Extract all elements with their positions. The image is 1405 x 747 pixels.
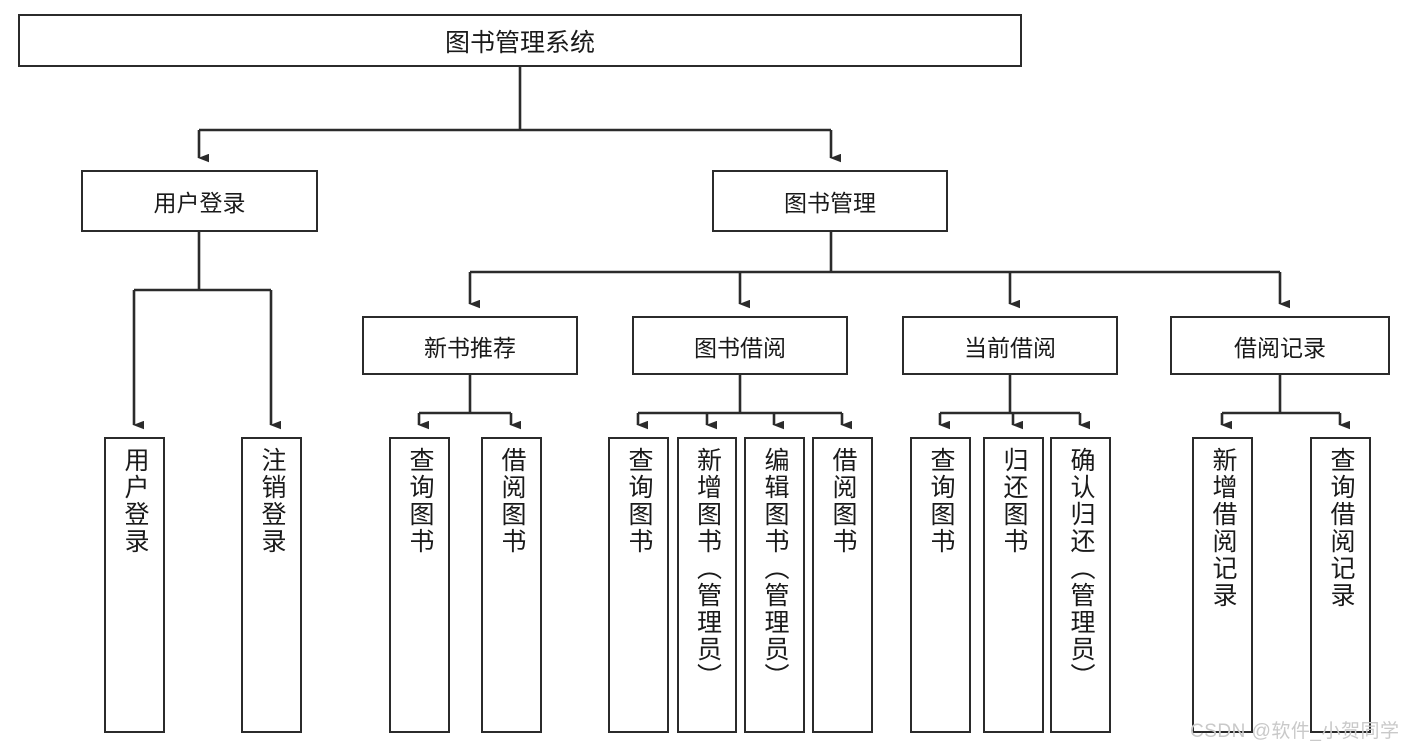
node-leaf-borrow-book[interactable]: 借阅图书 [812,437,873,733]
node-leaf-add-borrow-record[interactable]: 新增借阅记录 [1192,437,1253,733]
node-leaf-query-borrow-record-label: 查询借阅记录 [1327,447,1355,609]
node-leaf-edit-book-admin-label: 编辑图书（管理员） [761,447,789,690]
node-leaf-query-book-rec[interactable]: 查询图书 [389,437,450,733]
node-leaf-query-book-current[interactable]: 查询图书 [910,437,971,733]
node-root-system[interactable]: 图书管理系统 [18,14,1022,67]
node-leaf-logout-label: 注销登录 [258,447,286,555]
node-root-system-label: 图书管理系统 [444,28,595,57]
node-leaf-confirm-return-admin[interactable]: 确认归还（管理员） [1050,437,1111,733]
node-leaf-borrow-book-rec[interactable]: 借阅图书 [481,437,542,733]
node-borrow-record-label: 借阅记录 [1234,334,1326,361]
node-leaf-user-login[interactable]: 用户登录 [104,437,165,733]
node-leaf-confirm-return-admin-label: 确认归还（管理员） [1067,447,1095,690]
node-user-login[interactable]: 用户登录 [81,170,318,232]
node-current-borrow[interactable]: 当前借阅 [902,316,1118,375]
csdn-watermark: CSDN @软件_小贺同学 [1190,721,1400,742]
node-leaf-query-borrow-record[interactable]: 查询借阅记录 [1310,437,1371,733]
node-leaf-borrow-book-label: 借阅图书 [829,447,857,555]
node-book-management-label: 图书管理 [784,190,876,216]
node-book-management[interactable]: 图书管理 [712,170,948,232]
node-borrow-record[interactable]: 借阅记录 [1170,316,1390,375]
node-leaf-logout[interactable]: 注销登录 [241,437,302,733]
node-leaf-add-book-admin[interactable]: 新增图书（管理员） [677,437,737,733]
node-leaf-query-book-borrow-label: 查询图书 [625,447,653,555]
node-leaf-query-book-rec-label: 查询图书 [406,447,434,555]
node-book-borrow[interactable]: 图书借阅 [632,316,848,375]
node-leaf-query-book-current-label: 查询图书 [927,447,955,555]
node-user-login-label: 用户登录 [153,190,246,216]
node-leaf-user-login-label: 用户登录 [121,447,149,555]
node-new-book-recommend[interactable]: 新书推荐 [362,316,578,375]
node-leaf-add-book-admin-label: 新增图书（管理员） [693,447,722,690]
node-leaf-add-borrow-record-label: 新增借阅记录 [1209,447,1237,609]
node-leaf-return-book-label: 归还图书 [1000,447,1028,555]
node-leaf-borrow-book-rec-label: 借阅图书 [498,447,526,555]
node-leaf-edit-book-admin[interactable]: 编辑图书（管理员） [744,437,805,733]
node-leaf-query-book-borrow[interactable]: 查询图书 [608,437,669,733]
node-book-borrow-label: 图书借阅 [694,334,786,361]
node-current-borrow-label: 当前借阅 [964,334,1056,361]
node-new-book-recommend-label: 新书推荐 [424,334,516,361]
node-leaf-return-book[interactable]: 归还图书 [983,437,1044,733]
